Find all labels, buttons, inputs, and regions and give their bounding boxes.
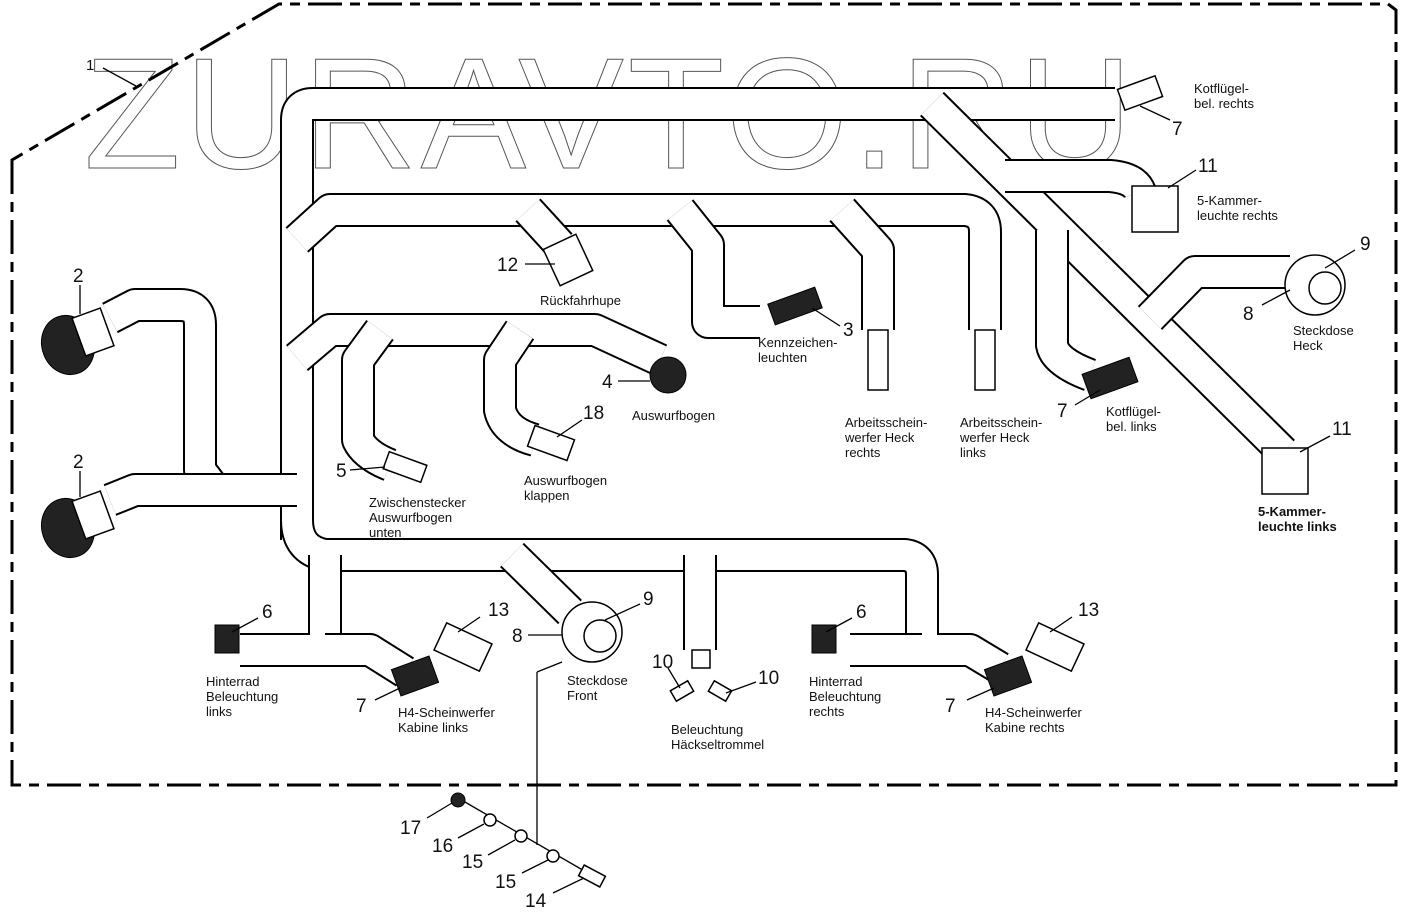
label-5-kammer-rechts: 5-Kammer-leuchte rechts: [1197, 193, 1278, 223]
connector-h4-links: [390, 655, 440, 697]
callout-13-right: 13: [1078, 600, 1099, 621]
connector-auswurfbogen-klappen: [526, 424, 576, 462]
connector-kotfluegel-links: [1081, 356, 1139, 400]
splitter-haeckseltrommel: [691, 649, 711, 669]
connector-h4-bulb-rechts: [1025, 621, 1085, 673]
round-connector-2-top: [41, 307, 115, 376]
label-kennzeichenleuchten: Kennzeichen-leuchten: [758, 335, 838, 365]
callout-16: 16: [432, 836, 453, 857]
callout-7-h4-rechts: 7: [945, 696, 956, 717]
callout-3: 3: [843, 320, 854, 341]
callout-13-left: 13: [488, 600, 509, 621]
callout-1: 1: [86, 57, 94, 74]
terminal-10-right: [707, 679, 733, 703]
callout-14: 14: [525, 891, 547, 912]
callout-17: 17: [400, 818, 421, 839]
callout-9-front: 9: [643, 589, 654, 610]
plug-arbeitsscheinwerfer-rechts: [867, 329, 889, 391]
connector-h4-rechts: [983, 655, 1033, 697]
assembly-boundary: [10, 2, 1398, 787]
label-kotfluegel-rechts: Kotflügel-bel. rechts: [1194, 81, 1254, 111]
callout-2-bottom: 2: [73, 452, 84, 473]
callout-7-kotfluegel-rechts: 7: [1172, 119, 1183, 140]
callout-4: 4: [602, 372, 613, 393]
callout-2-top: 2: [73, 266, 84, 287]
callout-5: 5: [336, 461, 347, 482]
harness-trunks: [102, 87, 1295, 687]
connector-5-kammer-links: [1261, 447, 1309, 495]
component-labels: Kotflügel-bel. rechts 5-Kammer-leuchte r…: [206, 81, 1354, 752]
callout-11-links: 11: [1332, 419, 1352, 440]
label-kotfluegel-links: Kotflügel-bel. links: [1106, 404, 1161, 434]
plug-arbeitsscheinwerfer-links: [974, 329, 996, 391]
connector-zwischenstecker: [382, 450, 428, 484]
connector-kotfluegel-rechts: [1116, 74, 1164, 112]
mounting-hardware: [450, 792, 607, 888]
leader-lines: [79, 67, 1356, 894]
connector-hinterrad-links: [214, 624, 240, 654]
callout-8-heck: 8: [1243, 304, 1254, 325]
callout-7-h4-links: 7: [356, 696, 367, 717]
callout-9-heck: 9: [1360, 234, 1371, 255]
callout-11-rechts: 11: [1198, 156, 1218, 177]
callout-12: 12: [497, 255, 518, 276]
connector-auswurfbogen: [649, 356, 687, 394]
callout-18: 18: [583, 403, 604, 424]
callout-numbers: 1 2 2 3 4 5 6 6 7 7 7 7 8 8 9 9 10 10 11…: [73, 57, 1371, 912]
callout-7-kotfluegel-links: 7: [1057, 401, 1068, 422]
callout-10-left: 10: [652, 652, 673, 673]
connector-hinterrad-rechts: [811, 624, 837, 654]
label-5-kammer-links: 5-Kammer-leuchte links: [1258, 504, 1337, 534]
terminal-10-left: [669, 679, 695, 703]
connector-h4-bulb-links: [433, 621, 493, 673]
label-rueckfahrhupe: Rückfahrhupe: [540, 293, 621, 308]
label-auswurfbogen: Auswurfbogen: [632, 408, 715, 423]
connector-rueckfahrhupe: [542, 233, 594, 287]
connector-5-kammer-rechts: [1131, 185, 1179, 233]
callout-8-front: 8: [512, 626, 523, 647]
callout-6-right: 6: [856, 602, 867, 623]
callout-6-left: 6: [262, 602, 273, 623]
connector-kennzeichenleuchten: [767, 286, 823, 326]
callout-10-right: 10: [758, 668, 779, 689]
round-connector-2-bottom: [41, 490, 115, 559]
callout-15-b: 15: [495, 872, 516, 893]
callout-15-a: 15: [462, 852, 483, 873]
